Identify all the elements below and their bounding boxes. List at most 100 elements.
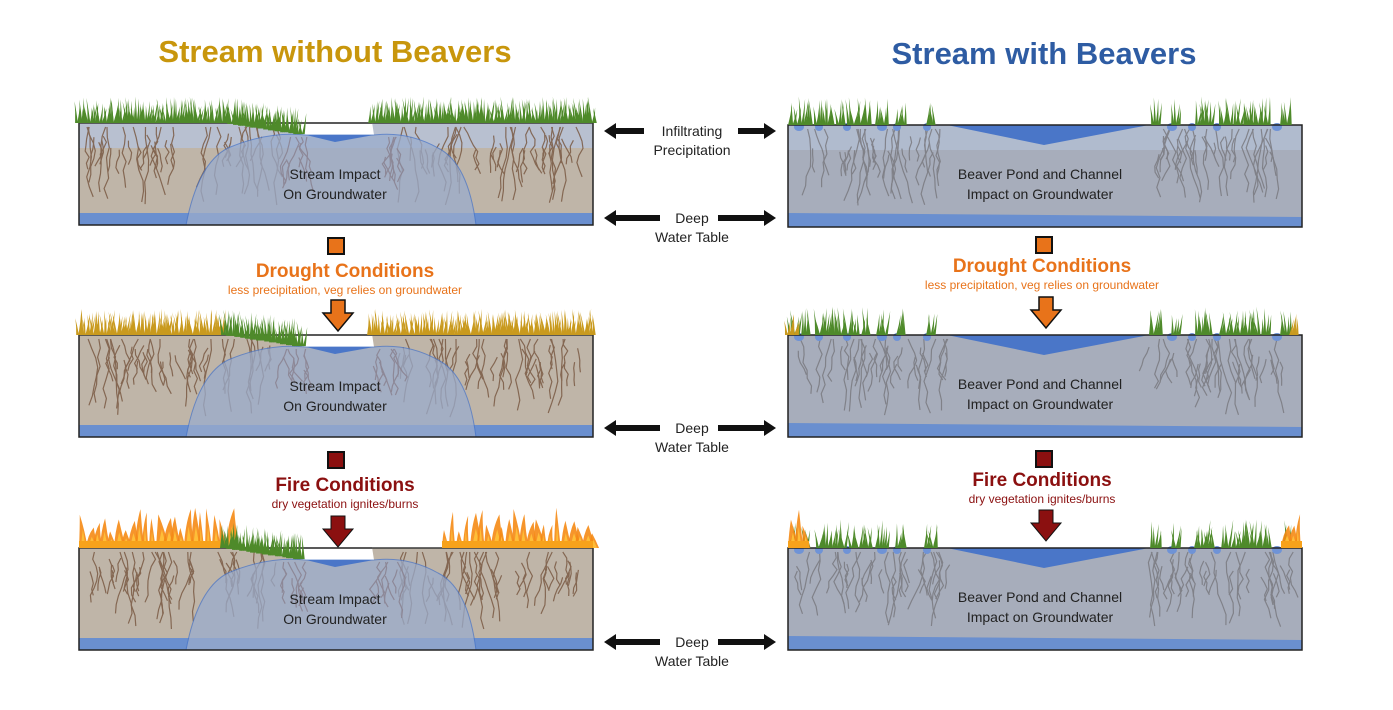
double-arrow-infiltrating [604, 123, 776, 139]
right-arrow-icon [738, 123, 776, 139]
grass-left [215, 96, 227, 123]
drought-down-arrow-left [321, 299, 355, 333]
fire-label-right: Fire Conditions dry vegetation ignites/b… [882, 470, 1202, 507]
deep-water-table [788, 636, 1302, 650]
grass-clump-left [876, 309, 891, 335]
beaver-pond [947, 548, 1149, 568]
roots-right-bank [1138, 338, 1285, 415]
label-line-1: Deep [675, 210, 709, 226]
beaver-impact-label-3: Beaver Pond and Channel Impact on Ground… [920, 587, 1160, 627]
grass-clump-right [1203, 310, 1213, 335]
grass-clump-left [823, 306, 837, 335]
label-line-2: On Groundwater [283, 611, 387, 627]
right-arrow-icon [718, 420, 776, 436]
left-arrow-icon [604, 420, 660, 436]
drought-marker-left [327, 237, 345, 255]
panel-with-beavers-drought [784, 306, 1303, 438]
grass-clump-right [1149, 308, 1163, 335]
right-arrow-icon [718, 634, 776, 650]
double-arrow-deep-water-3 [604, 634, 776, 650]
grass-clump-left [835, 519, 850, 548]
grass-right [513, 309, 530, 335]
roots-near-stream-left [279, 136, 315, 193]
water-pocket [1272, 546, 1282, 554]
label-line-2: Impact on Groundwater [966, 396, 1114, 412]
water-pocket [1188, 333, 1196, 341]
grass-left [81, 97, 97, 123]
label-line-1: Beaver Pond and Channel [957, 589, 1123, 605]
title-stream-with-beavers: Stream with Beavers [891, 36, 1197, 71]
drought-label-right: Drought Conditions less precipitation, v… [882, 256, 1202, 293]
flames-edge-left [788, 509, 811, 548]
roots-near-stream-right [372, 348, 408, 396]
drought-subtitle: less precipitation, veg relies on ground… [924, 278, 1160, 292]
water-pocket [1188, 123, 1196, 131]
fire-subtitle: dry vegetation ignites/burns [271, 497, 419, 511]
fire-title: Fire Conditions [275, 475, 415, 496]
fire-marker-left [327, 451, 345, 469]
deep-water-table-label-1: Deep Water Table [622, 209, 762, 247]
stream-impact-label-1: Stream Impact On Groundwater [235, 164, 435, 204]
dry-grass-edge-left [784, 314, 800, 335]
beaver-pond [947, 335, 1149, 355]
fire-label-left: Fire Conditions dry vegetation ignites/b… [185, 475, 505, 512]
deep-water-table [788, 213, 1302, 227]
beaver-impact-label-2: Beaver Pond and Channel Impact on Ground… [920, 374, 1160, 414]
grass-clump-left [834, 307, 848, 335]
grass-clump-right [1150, 97, 1162, 125]
label-line-1: Deep [675, 634, 709, 650]
grass-clump-left [859, 524, 873, 548]
flames-right [442, 507, 600, 548]
label-line-2: Impact on Groundwater [966, 609, 1114, 625]
panel-without-beavers-fire [78, 507, 600, 651]
fire-down-arrow-right [1029, 509, 1063, 542]
grass-clump-left [861, 307, 871, 335]
grass-left [166, 97, 180, 123]
roots-near-stream-right [381, 136, 405, 190]
grass-bank-left [273, 534, 289, 557]
beaver-pond [947, 125, 1149, 145]
grass-right [564, 310, 575, 335]
grass-clump-left [846, 524, 859, 548]
deep-water-table-label-2: Deep Water Table [622, 419, 762, 457]
fire-subtitle: dry vegetation ignites/burns [968, 492, 1116, 506]
grass-right [520, 313, 533, 335]
fire-marker-right [1035, 450, 1053, 468]
label-line-2: On Groundwater [283, 186, 387, 202]
roots-near-stream-left [274, 348, 312, 394]
roots-near-stream-right [368, 561, 406, 618]
double-arrow-deep-water-2 [604, 420, 776, 436]
grass-clump-right [1259, 96, 1271, 125]
grass-bank-left [291, 321, 308, 347]
deep-water-table-label-3: Deep Water Table [622, 633, 762, 671]
grass-left [195, 309, 205, 335]
label-line-1: Stream Impact [289, 591, 381, 607]
left-arrow-icon [604, 210, 660, 226]
grass-clump-right [1233, 98, 1246, 125]
panel-border [787, 547, 1303, 651]
label-line-2: Water Table [655, 439, 729, 455]
panel-border [787, 334, 1303, 438]
label-line-1: Infiltrating [661, 123, 723, 139]
grass-clump-right [1261, 308, 1272, 335]
label-line-2: Impact on Groundwater [966, 186, 1114, 202]
grass-clump-left [875, 520, 890, 548]
stream-channel [306, 560, 374, 567]
grass-clump-left [896, 308, 906, 335]
label-line-1: Deep [675, 420, 709, 436]
label-line-2: Water Table [655, 229, 729, 245]
roots-left-bank [797, 338, 949, 416]
label-line-1: Stream Impact [289, 378, 381, 394]
grass-clump-left [834, 99, 846, 125]
grass-clump-left [875, 98, 889, 125]
grass-clump-left [801, 307, 811, 335]
beaver-impact-label-1: Beaver Pond and Channel Impact on Ground… [920, 164, 1160, 204]
panel-border [78, 547, 594, 651]
drought-label-left: Drought Conditions less precipitation, v… [185, 261, 505, 298]
grass-right [583, 96, 597, 123]
grass-clump-right [1171, 314, 1183, 335]
title-stream-without-beavers: Stream without Beavers [158, 34, 512, 69]
grass-clump-right [1171, 99, 1181, 125]
panel-border [78, 122, 594, 226]
label-line-2: On Groundwater [283, 398, 387, 414]
